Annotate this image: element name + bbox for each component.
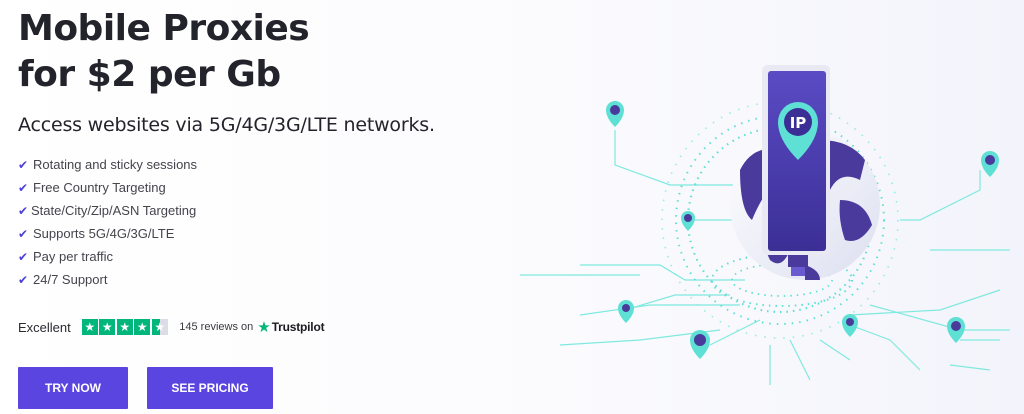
feature-label: Free Country Targeting xyxy=(33,180,166,195)
feature-item: ✔ Supports 5G/4G/3G/LTE xyxy=(18,222,538,245)
phone-pin-icon xyxy=(690,330,710,359)
reviews-count: 145 reviews on xyxy=(179,321,254,333)
half-star-icon: ★ xyxy=(151,319,168,335)
star-icon: ★ xyxy=(99,319,116,335)
feature-item: ✔ State/City/Zip/ASN Targeting xyxy=(18,199,538,222)
phone-pin-icon xyxy=(842,314,858,337)
page-title: Mobile Proxies for $2 per Gb xyxy=(18,6,538,98)
feature-label: State/City/Zip/ASN Targeting xyxy=(31,203,197,218)
ip-pin-icon: IP xyxy=(778,102,818,160)
ip-badge-text: IP xyxy=(790,114,807,132)
see-pricing-button[interactable]: SEE PRICING xyxy=(147,367,273,409)
check-icon: ✔ xyxy=(18,203,29,218)
headline-line-2: for $2 per Gb xyxy=(18,54,281,95)
feature-item: ✔ Pay per traffic xyxy=(18,245,538,268)
subheadline: Access websites via 5G/4G/3G/LTE network… xyxy=(18,114,435,136)
star-icon: ★ xyxy=(116,319,133,335)
phone-pin-icon xyxy=(681,211,695,231)
location-pins xyxy=(606,101,999,359)
try-now-button[interactable]: TRY NOW xyxy=(18,367,128,409)
feature-label: 24/7 Support xyxy=(33,272,108,287)
hero-content: Mobile Proxies for $2 per Gb Access webs… xyxy=(18,0,538,414)
phone-pin-icon xyxy=(981,151,999,177)
trustpilot-widget[interactable]: Excellent ★ ★ ★ ★ ★ 145 reviews on ★ Tru… xyxy=(18,317,538,337)
rating-stars: ★ ★ ★ ★ ★ xyxy=(81,319,170,335)
rating-label: Excellent xyxy=(18,319,71,335)
check-icon: ✔ xyxy=(18,180,29,195)
star-icon: ★ xyxy=(134,319,151,335)
check-icon: ✔ xyxy=(18,226,29,241)
trustpilot-star-icon: ★ xyxy=(257,319,271,336)
feature-item: ✔ Free Country Targeting xyxy=(18,176,538,199)
phone-pin-icon xyxy=(618,300,634,323)
cta-buttons: TRY NOW SEE PRICING xyxy=(18,367,538,409)
phone-pin-icon xyxy=(947,317,965,343)
feature-item: ✔ Rotating and sticky sessions xyxy=(18,153,538,176)
star-icon: ★ xyxy=(81,319,98,335)
check-icon: ✔ xyxy=(18,157,29,172)
feature-label: Pay per traffic xyxy=(33,249,113,264)
trustpilot-logo[interactable]: Trustpilot xyxy=(271,320,325,334)
feature-label: Rotating and sticky sessions xyxy=(33,157,198,172)
phone-pin-icon xyxy=(606,101,624,127)
phone xyxy=(762,65,830,276)
feature-list: ✔ Rotating and sticky sessions ✔ Free Co… xyxy=(18,153,538,291)
check-icon: ✔ xyxy=(18,272,29,287)
feature-item: ✔ 24/7 Support xyxy=(18,268,538,291)
network-illustration-svg: IP xyxy=(520,65,1010,385)
headline-line-1: Mobile Proxies xyxy=(18,8,310,49)
check-icon: ✔ xyxy=(18,249,29,264)
feature-label: Supports 5G/4G/3G/LTE xyxy=(33,226,175,241)
phone-globe-illustration: IP xyxy=(520,40,1024,414)
